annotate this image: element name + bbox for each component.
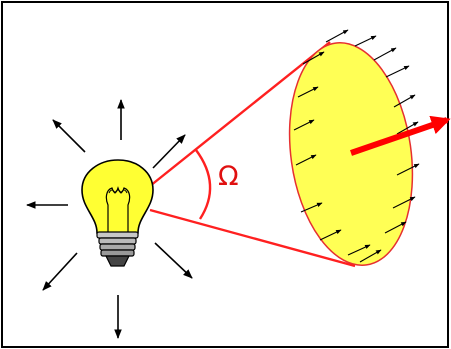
bulb-filament <box>105 186 131 232</box>
surface-arrow <box>295 154 317 166</box>
surface-arrow <box>396 121 419 135</box>
bulb-base-ring <box>98 237 137 245</box>
flux-arrow <box>350 115 451 156</box>
ray-up-right <box>152 134 186 169</box>
surface-arrow <box>392 196 416 209</box>
surface-arrow <box>300 202 323 213</box>
surface-arrow <box>396 163 420 176</box>
surface-arrow <box>385 65 410 78</box>
ray-down-left <box>42 252 78 291</box>
surface-arrow <box>325 29 349 43</box>
bulb-tip <box>105 255 130 267</box>
bulb-base-ring <box>100 249 135 257</box>
surface-arrow <box>302 51 325 65</box>
surface-arrow <box>384 221 407 234</box>
surface-arrow <box>293 119 315 131</box>
ray-up-left <box>52 119 86 153</box>
surface-arrow <box>354 35 377 47</box>
surface-arrow <box>297 86 319 98</box>
ray-down-right <box>154 242 193 279</box>
cone-lower-edge <box>149 208 356 268</box>
surface-disk <box>288 42 414 266</box>
surface-arrows <box>293 29 420 263</box>
bulb-neck <box>96 231 139 239</box>
solid-angle-label: Ω <box>218 161 239 192</box>
surface-arrow <box>319 229 342 241</box>
bulb-glass <box>81 159 154 234</box>
cone <box>149 41 356 268</box>
solid-angle-arc <box>195 149 212 220</box>
cone-upper-edge <box>149 41 331 187</box>
bulb-filament-coil <box>108 189 128 195</box>
surface-arrow <box>393 94 416 108</box>
surface-arrow <box>347 244 371 256</box>
light-bulb-icon <box>81 159 154 267</box>
surface-arrow <box>373 47 397 61</box>
radiating-arrows <box>26 99 193 339</box>
bulb-base-ring <box>99 243 136 251</box>
surface-arrow <box>359 249 382 263</box>
